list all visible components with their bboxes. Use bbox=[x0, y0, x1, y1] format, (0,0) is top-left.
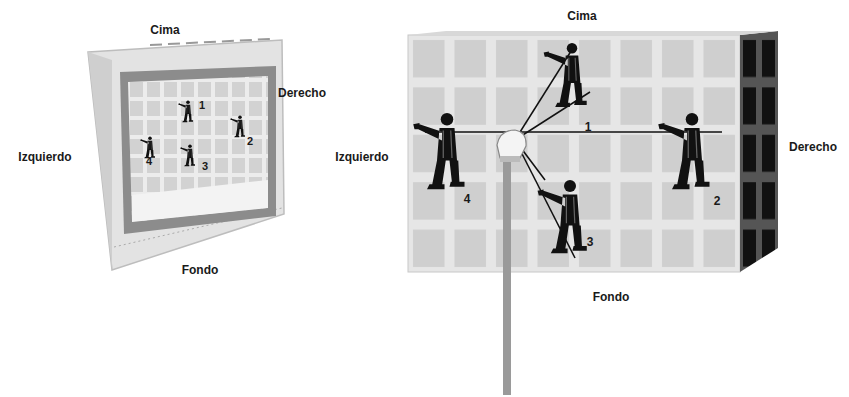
callout-number: 2 bbox=[714, 195, 721, 207]
person-figure bbox=[230, 115, 245, 137]
person-figure bbox=[178, 100, 193, 122]
side-label: Izquierdo bbox=[18, 151, 71, 163]
person-figure bbox=[538, 180, 587, 253]
monitor bbox=[88, 39, 284, 270]
callout-number: 2 bbox=[247, 136, 253, 147]
callout-number: 4 bbox=[146, 156, 152, 167]
callout-number: 3 bbox=[202, 161, 208, 172]
person-figure bbox=[658, 113, 709, 189]
side-label: Fondo bbox=[593, 291, 630, 303]
side-label: Cima bbox=[150, 24, 179, 36]
person-figure bbox=[413, 113, 464, 189]
callout-number: 1 bbox=[585, 121, 592, 133]
side-label: Derecho bbox=[789, 141, 837, 153]
person-figure bbox=[544, 43, 587, 107]
person-figure bbox=[180, 144, 195, 166]
side-label: Derecho bbox=[278, 87, 326, 99]
side-label: Cima bbox=[567, 10, 596, 22]
callout-number: 1 bbox=[199, 100, 205, 111]
side-label: Fondo bbox=[182, 264, 219, 276]
side-label: Izquierdo bbox=[335, 151, 388, 163]
camera-pole bbox=[497, 130, 526, 395]
callout-number: 3 bbox=[587, 236, 594, 248]
callout-number: 4 bbox=[464, 193, 471, 205]
video-wall bbox=[408, 31, 778, 272]
